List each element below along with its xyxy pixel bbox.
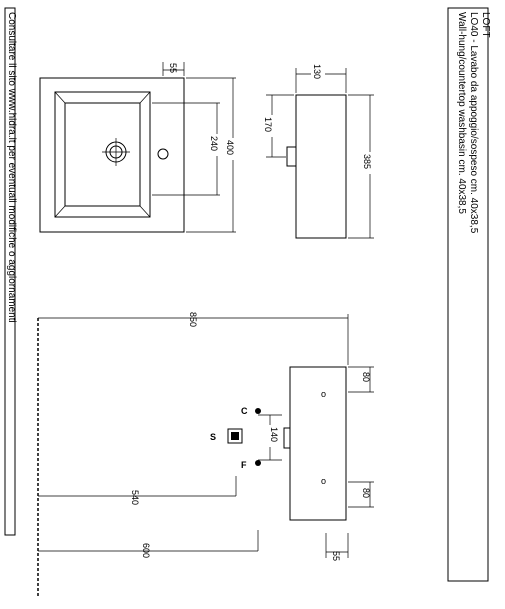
basin-bowl-inner [64,102,141,207]
dim-side-depth: 385 [362,154,372,169]
dim-side-height: 130 [312,64,322,79]
basin-outline [39,77,185,233]
dim-inner: 240 [209,136,219,151]
basin-front-stub [283,427,291,449]
waste-outlet-icon [227,428,243,444]
cold-tap-icon [255,408,261,414]
overflow-stub [286,146,297,167]
basin-side-outline [295,94,347,239]
basin-bowl-outer [54,91,151,218]
top-view: 55 400 240 [39,62,236,233]
dim-bottom-offset: 55 [331,551,341,561]
dim-floor: 600 [141,543,151,558]
side-view: 130 385 170 [262,62,375,239]
title-product-en: Wall-hung/countertop washbasin cm. 40x38… [456,12,467,214]
title-series: LOFT [480,12,491,38]
waste-label: S [210,432,216,442]
dim-side-overflow: 170 [263,117,273,132]
fixing-hole-bottom: o [321,476,326,486]
dim-waste-height: 540 [130,490,140,505]
elevation-view: o o 850 80 80 140 C F S 540 [37,312,374,596]
tap-hot-label: F [241,460,247,470]
dim-fixing-bottom: 80 [361,488,371,498]
footer-note-frame [4,7,16,536]
basin-front-outline [289,366,347,521]
fixing-hole-top: o [321,389,326,399]
dim-tap-spacing: 140 [269,427,279,442]
title-product-it: LO40 - Lavabo da appoggio/sospeso cm. 40… [468,12,479,234]
title-block-frame [447,7,489,582]
tap-cold-label: C [241,406,248,416]
dim-top-offset: 55 [168,63,178,73]
footer-note: Consultare il sito www.hidra.it per even… [6,12,17,323]
dim-fixing-top: 80 [361,372,371,382]
hot-tap-icon [255,460,261,466]
dim-total-height: 850 [188,312,198,327]
dim-width: 400 [225,140,235,155]
tap-hole-icon [157,148,169,160]
